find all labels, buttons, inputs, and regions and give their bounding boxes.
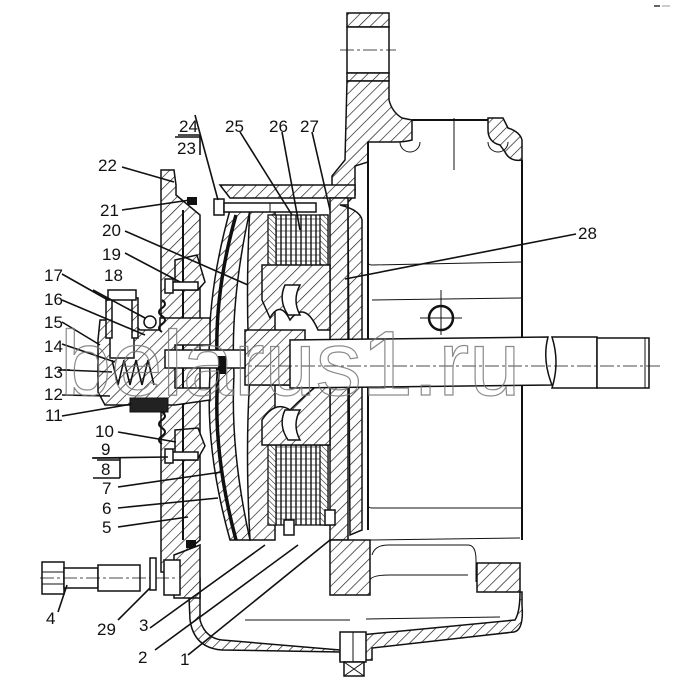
- bellows-lower: [158, 411, 166, 445]
- valve-assembly: [97, 278, 246, 464]
- clip-18: [143, 315, 157, 329]
- callout-7: 7: [102, 479, 111, 498]
- callout-23: 23: [177, 139, 196, 158]
- seal-ring-bottom: [186, 540, 196, 548]
- housing-top-rim: [218, 184, 356, 199]
- shaft-body: [289, 336, 554, 389]
- callout-2: 2: [138, 648, 147, 667]
- housing-lower-right: [476, 562, 521, 593]
- callout-13: 13: [44, 363, 63, 382]
- washer-29: [149, 557, 157, 591]
- callout-24: 24: [179, 117, 198, 136]
- callout-12: 12: [44, 385, 63, 404]
- shaft: [140, 290, 660, 389]
- cover: [160, 169, 206, 599]
- callout-19: 19: [102, 245, 121, 264]
- housing-upper-right-lip: [487, 117, 523, 162]
- leader-lines: [57, 114, 577, 656]
- callout-4: 4: [46, 609, 55, 628]
- callout-29: 29: [97, 620, 116, 639]
- callout-8: 8: [101, 460, 110, 479]
- housing: [187, 12, 524, 677]
- callout-21: 21: [100, 201, 119, 220]
- watermark: belarus1.ru: [60, 313, 520, 415]
- callout-6: 6: [102, 499, 111, 518]
- sump-pan: [187, 574, 524, 661]
- callouts: 1 2 3 4 5 6 7 8 9 10 11 12 13 14 15 16 1…: [44, 117, 597, 669]
- callout-10: 10: [95, 422, 114, 441]
- diaphragm-membrane: [215, 214, 238, 541]
- friction-discs-bottom: [269, 444, 329, 526]
- callout-1: 1: [180, 650, 189, 669]
- bolt-23-head: [213, 198, 225, 216]
- shaft-threaded-end: [596, 337, 650, 389]
- callout-11: 11: [45, 406, 63, 425]
- housing-upper-web: [331, 80, 413, 211]
- top-lug-cap: [346, 12, 390, 28]
- disc-pack: [244, 214, 336, 536]
- bolt-head-29: [163, 559, 181, 596]
- loose-parts: [40, 557, 175, 595]
- seal-ring-top: [187, 197, 197, 205]
- callout-9: 9: [101, 440, 110, 459]
- callout-17: 17: [44, 266, 63, 285]
- bellows-upper: [158, 299, 166, 333]
- bolt-19: [169, 281, 199, 291]
- top-lug-bottom: [346, 72, 390, 82]
- callout-20: 20: [102, 221, 121, 240]
- callout-25: 25: [225, 117, 244, 136]
- callout-18: 18: [104, 266, 123, 285]
- callout-3: 3: [139, 616, 148, 635]
- callout-28: 28: [578, 224, 597, 243]
- callout-22: 22: [98, 156, 117, 175]
- callout-5: 5: [102, 518, 111, 537]
- housing-lower-web: [329, 539, 371, 596]
- callout-16: 16: [44, 290, 63, 309]
- spring-14: [111, 359, 155, 386]
- bolt-9: [169, 451, 199, 461]
- callout-15: 15: [44, 313, 63, 332]
- callout-27: 27: [300, 117, 319, 136]
- corner-mark: [654, 5, 670, 7]
- callout-26: 26: [269, 117, 288, 136]
- callout-14: 14: [44, 337, 63, 356]
